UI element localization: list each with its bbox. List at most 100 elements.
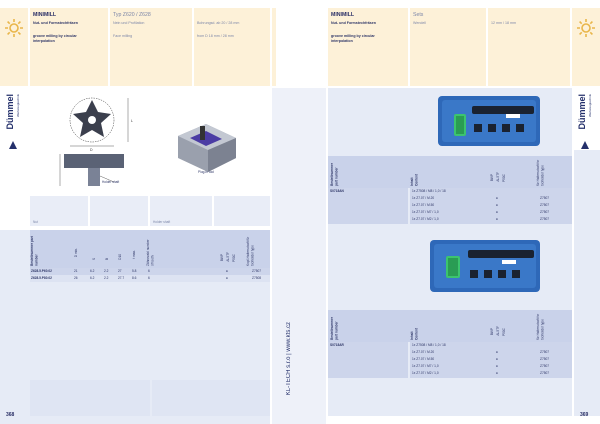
set2-th-al5tf: AL5TF xyxy=(496,326,500,336)
set2-dot: ● xyxy=(496,357,498,361)
left-header-gap xyxy=(272,8,276,86)
product-line-title: MINIMILL xyxy=(33,12,57,18)
left-table-header xyxy=(30,230,270,268)
th-s: S xyxy=(92,258,96,261)
set1-table-header xyxy=(328,156,572,188)
sets-title: Sets xyxy=(413,12,424,18)
caption-holder: Holder shaft xyxy=(153,220,171,224)
set1-th-bwp: BWP xyxy=(490,174,494,182)
set2-dot: ● xyxy=(496,350,498,354)
workpiece-3d-drawing xyxy=(170,118,240,178)
th-d10: D10 xyxy=(118,254,122,260)
th-toolholder: Kopf-Halterschaft für toolholder type xyxy=(246,236,255,266)
bore-note-de: Bohrungsd. ab 20 / 28 mm xyxy=(197,21,240,25)
set1-holder: Z7507 xyxy=(540,217,550,221)
set1-th-content: Inhalt Content xyxy=(410,173,419,186)
list-item: 1x Z7.07 / M.20 xyxy=(412,196,435,200)
cell-tmax: 5.8 xyxy=(132,269,137,273)
cell-al5tf: ● xyxy=(226,276,228,280)
sets-note: Wendell xyxy=(413,21,426,25)
set2-dot: ● xyxy=(496,364,498,368)
list-item: 1x Z7.07 / M.50 xyxy=(412,203,435,207)
left-brand-strip xyxy=(0,88,28,228)
page-number-left: 368 xyxy=(6,412,15,418)
set1-holder: Z7507 xyxy=(540,203,550,207)
cell-b: 2.2 xyxy=(104,269,109,273)
gear-logo-icon xyxy=(576,18,596,38)
product-line-title-r: MINIMILL xyxy=(331,12,355,18)
set2-th-holder: für Halterschaft for toolholder type xyxy=(536,313,545,340)
callout-plug-in-tool: Plug-in tool xyxy=(198,170,214,174)
set2-order-no: S0718AR xyxy=(330,343,344,347)
list-item: 1x Z7.07 / M7 / 1,0 xyxy=(412,210,439,214)
set1-order-cell xyxy=(328,188,408,224)
callout-holder-shaft: Holder shaft xyxy=(102,180,120,184)
dim-d-label: D xyxy=(90,148,93,152)
cell-part: Z628.5.P80.02 xyxy=(31,276,52,280)
th-b: B xyxy=(105,258,109,261)
set2-dot: ● xyxy=(496,371,498,375)
caption-box-2 xyxy=(90,196,148,226)
set2-case-image xyxy=(428,236,542,296)
set2-table-header xyxy=(328,310,572,342)
cutter-drawing: L D xyxy=(40,88,150,196)
caption-box-4 xyxy=(214,196,270,226)
footer-web-link[interactable]: KL-TECH s.r.o | www.kts.cz xyxy=(286,322,292,396)
cell-d10: 27.7 xyxy=(118,276,125,280)
list-item: 1x Z7.07 / M7 / 1,0 xyxy=(412,364,439,368)
list-item: 1x Z7508 / M8 / 1,0 / 18 xyxy=(412,343,446,347)
caption-box-3 xyxy=(150,196,212,226)
set1-case-image xyxy=(436,92,542,150)
brand-name-right: Dümmel xyxy=(577,94,587,130)
set1-dot: ● xyxy=(496,196,498,200)
page-number-right: 369 xyxy=(580,412,589,418)
brand-sub-right: Werkzeugtechnik xyxy=(588,94,592,117)
brand-sub-left: Werkzeugtechnik xyxy=(16,94,20,117)
table-row: Z628.5.P60.02 21 6.2 2.2 27 5.8 6 ● Z750… xyxy=(30,268,270,275)
cell-b: 2.2 xyxy=(104,276,109,280)
th-part-number: Bestellnummer part number xyxy=(30,236,39,266)
right-header-col2: Sets Wendell xyxy=(410,8,486,86)
set1-th-holder: für Halterschaft for toolholder type xyxy=(536,159,545,186)
cell-part: Z628.5.P60.02 xyxy=(31,269,52,273)
cell-dmin: 26 xyxy=(74,276,78,280)
set2-th-content: Inhalt Content xyxy=(410,327,419,340)
th-teeth: Zähnezahl number of teeth xyxy=(146,239,155,266)
sets-size-note: 12 mm / 18 mm xyxy=(491,21,516,25)
cell-teeth: 6 xyxy=(148,269,150,273)
th-tmax: t max. xyxy=(132,250,136,259)
set2-holder: Z7507 xyxy=(540,350,550,354)
spine-panel xyxy=(272,88,326,424)
cell-holder: Z7507 xyxy=(252,269,262,273)
type-title: Typ Z620 / Z628 xyxy=(113,12,151,18)
bore-note-en: from D 18 mm / 28 mm xyxy=(197,34,234,38)
set1-dot: ● xyxy=(496,210,498,214)
cell-s: 6.2 xyxy=(90,269,95,273)
set1-th-p50c: P50C xyxy=(502,174,506,182)
right-header-col3: 12 mm / 18 mm xyxy=(488,8,570,86)
th-al5tf: AL5TF xyxy=(226,252,230,262)
type-note-en: Face milling xyxy=(113,34,133,38)
gear-logo-icon xyxy=(4,18,24,38)
set2-holder: Z7507 xyxy=(540,371,550,375)
brand-name-left: Dümmel xyxy=(5,94,15,130)
set2-holder: Z7507 xyxy=(540,364,550,368)
product-sub-de: Nut- und Formstechfräsen xyxy=(33,21,78,25)
brand-diamond-icon xyxy=(581,136,589,149)
th-p50c: P50C xyxy=(232,254,236,262)
set1-holder: Z7507 xyxy=(540,196,550,200)
right-edge-panel xyxy=(574,150,600,416)
product-sub-de-r: Nut- und Formstechfräsen xyxy=(331,21,376,25)
cell-teeth: 6 xyxy=(148,276,150,280)
note-box-right xyxy=(152,380,270,416)
set1-dot: ● xyxy=(496,217,498,221)
set2-th-p50c: P50C xyxy=(502,328,506,336)
right-header-col1: MINIMILL Nut- und Formstechfräsen groove… xyxy=(328,8,408,86)
th-bwp: BWP xyxy=(220,254,224,262)
set1-holder: Z7507 xyxy=(540,210,550,214)
table-row: Z628.5.P80.02 26 6.2 2.2 27.7 8.6 6 ● Z7… xyxy=(30,275,270,282)
set1-order-no: S0718AN xyxy=(330,189,344,193)
set2-items-cell xyxy=(410,342,572,378)
cell-dmin: 21 xyxy=(74,269,78,273)
brand-diamond-icon xyxy=(9,136,17,149)
